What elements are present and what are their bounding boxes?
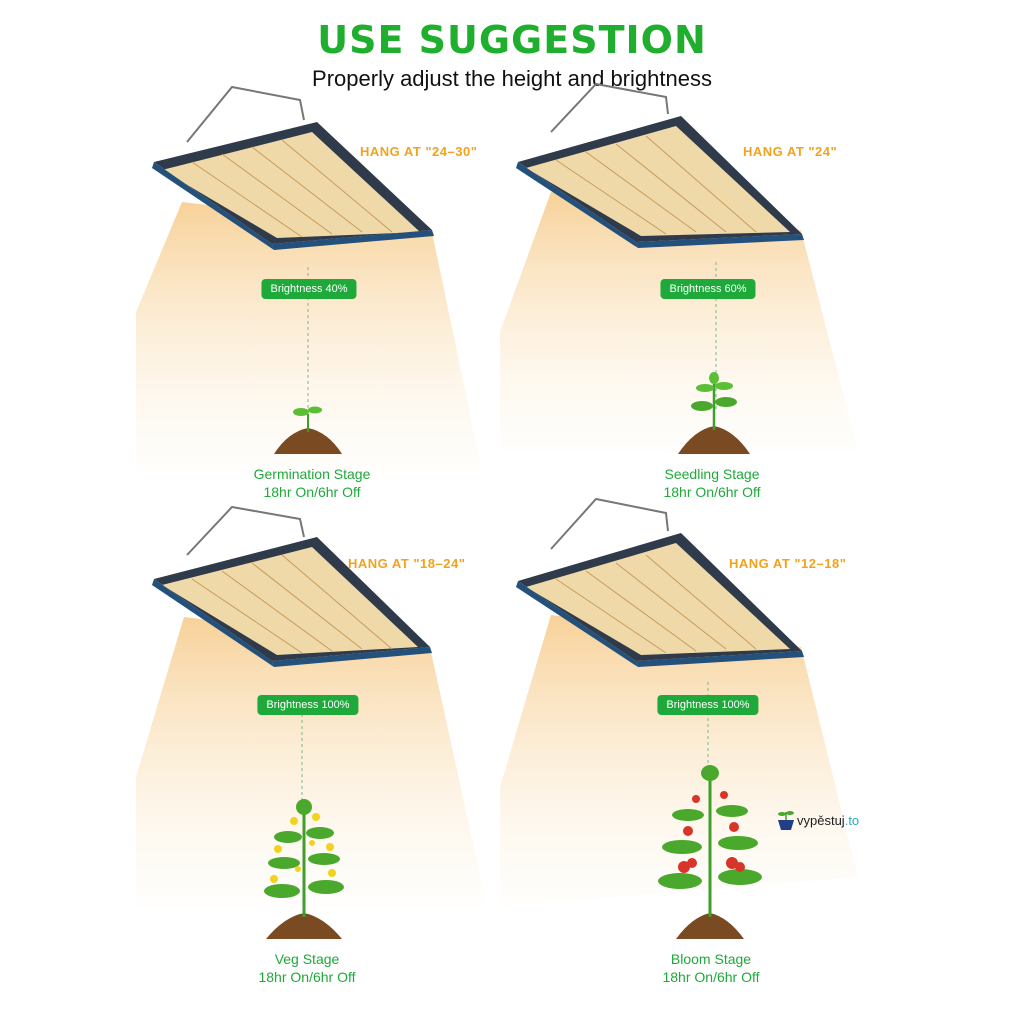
stage-caption: Veg Stage 18hr On/6hr Off (177, 950, 437, 986)
seedling-icon (678, 372, 750, 454)
grow-light-scene (136, 505, 487, 939)
panel-veg: HANG AT "18–24" Brightness 100% Veg Stag… (132, 497, 512, 985)
light-schedule: 18hr On/6hr Off (263, 484, 361, 500)
grow-light-icon (152, 505, 432, 667)
grow-light-scene (500, 82, 858, 454)
watermark-logo: vypěstuj.to (776, 808, 876, 832)
stage-caption: Bloom Stage 18hr On/6hr Off (581, 950, 841, 986)
brightness-badge: Brightness 60% (660, 279, 756, 299)
panel-seedling: HANG AT "24" Brightness 60% Seedling Sta… (496, 82, 876, 562)
potted-plant-icon (778, 811, 794, 830)
light-beam (500, 192, 858, 452)
hang-height-label: HANG AT "12–18" (729, 556, 847, 571)
light-schedule: 18hr On/6hr Off (258, 969, 356, 985)
stage-name: Seedling Stage (664, 466, 760, 482)
panel-bloom: HANG AT "12–18" Brightness 100% Bloom St… (496, 497, 876, 985)
tomato-plant-icon (658, 765, 762, 939)
hang-height-label: HANG AT "24–30" (360, 144, 478, 159)
light-beam (500, 615, 858, 907)
page-subtitle: Properly adjust the height and brightnes… (312, 66, 712, 91)
flowering-plant-icon (264, 799, 344, 939)
stage-caption: Seedling Stage 18hr On/6hr Off (582, 465, 842, 501)
grow-light-icon (516, 497, 804, 667)
grow-light-icon (516, 82, 804, 248)
brightness-badge: Brightness 100% (257, 695, 359, 715)
hang-height-label: HANG AT "18–24" (348, 556, 466, 571)
light-beam (136, 617, 487, 907)
grow-light-scene (500, 497, 858, 939)
watermark-text-suffix: .to (844, 813, 860, 828)
light-beam (136, 202, 482, 472)
watermark-text: vypěstuj.to (797, 813, 859, 828)
hang-height-label: HANG AT "24" (743, 144, 838, 159)
grow-light-icon (152, 85, 434, 250)
panel-germination: HANG AT "24–30" Brightness 40% Germinati… (132, 82, 512, 562)
light-schedule: 18hr On/6hr Off (662, 969, 760, 985)
light-schedule: 18hr On/6hr Off (663, 484, 761, 500)
brightness-badge: Brightness 100% (657, 695, 759, 715)
stage-name: Veg Stage (274, 951, 340, 967)
stage-name: Germination Stage (253, 466, 371, 482)
watermark-text-main: vypěstuj (797, 813, 845, 828)
sprout-icon (274, 406, 342, 454)
stage-caption: Germination Stage 18hr On/6hr Off (182, 465, 442, 501)
brightness-badge: Brightness 40% (261, 279, 357, 299)
page-title: USE SUGGESTION (317, 18, 707, 62)
grow-light-scene (136, 85, 482, 472)
stage-name: Bloom Stage (670, 951, 752, 967)
